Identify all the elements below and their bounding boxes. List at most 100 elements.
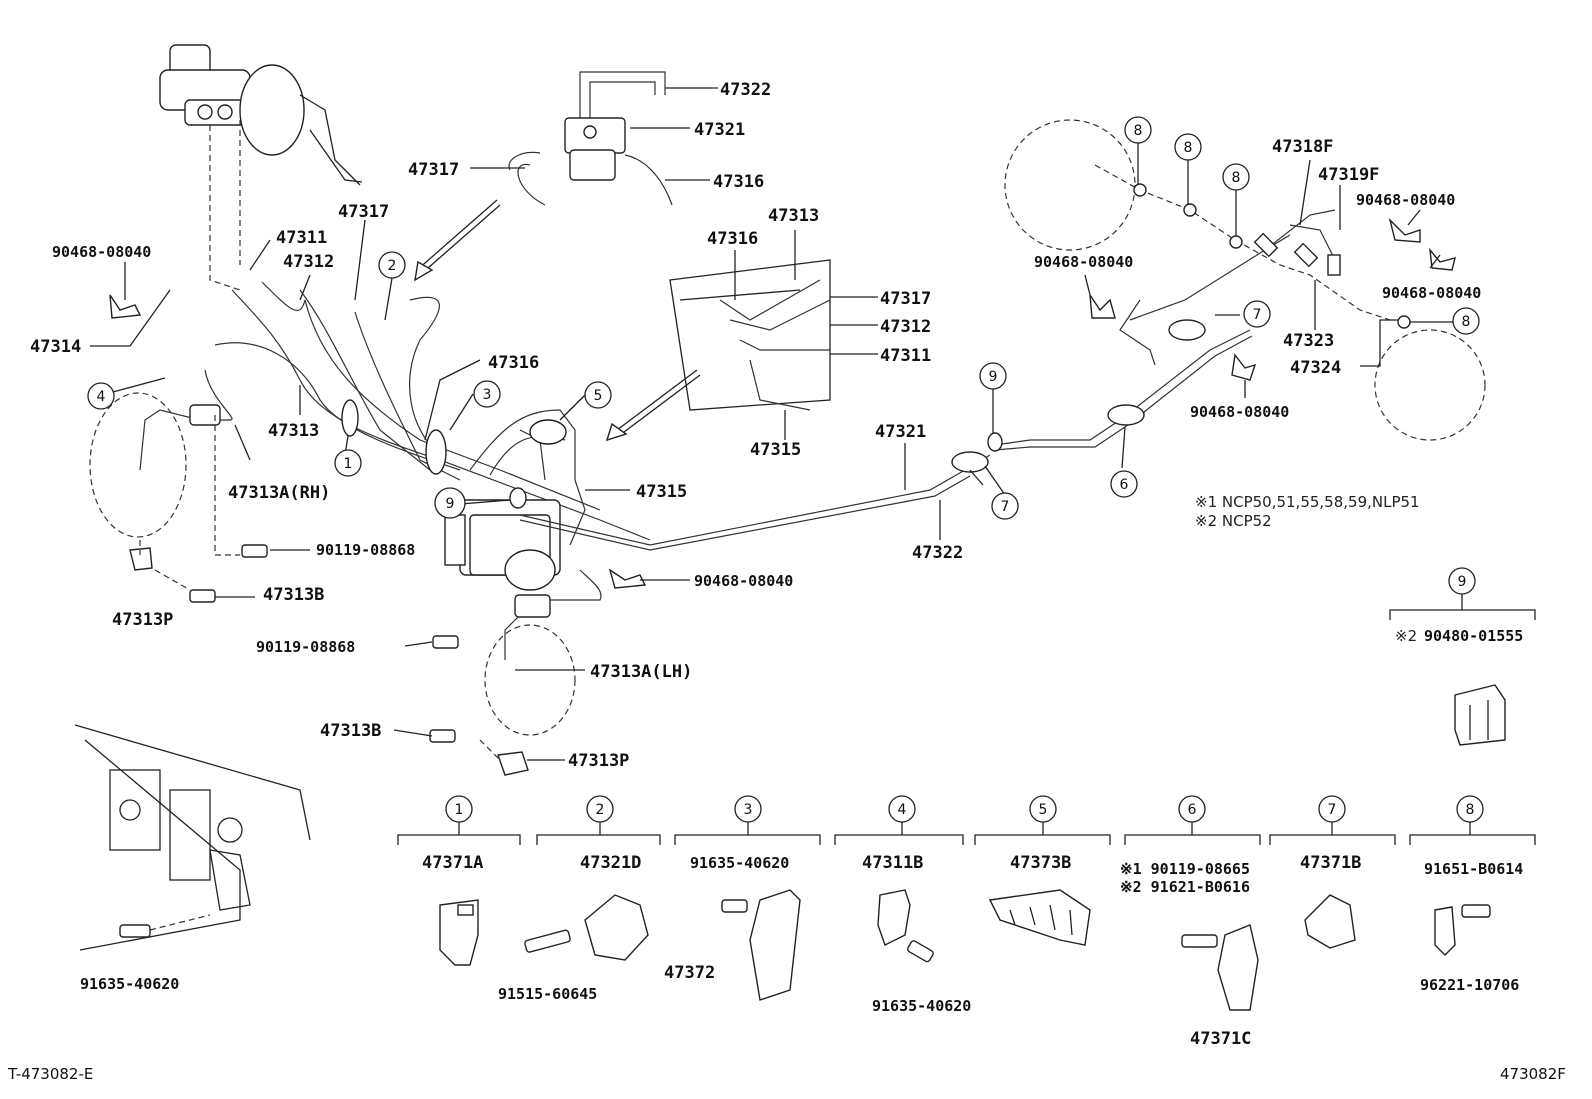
part-label: 47315: [750, 440, 801, 460]
loop-marker: [1107, 404, 1145, 426]
note-line-1: ※1 NCP50,51,55,58,59,NLP51: [1195, 493, 1420, 511]
svg-text:3: 3: [483, 387, 492, 403]
part-label: 47315: [636, 482, 687, 502]
part-label: 90119-08868: [316, 541, 415, 559]
part-label: 47319F: [1318, 165, 1379, 185]
part-label: 90468-08040: [1190, 403, 1289, 421]
part-label: 47317: [338, 202, 389, 222]
loop-marker: [987, 432, 1003, 452]
part-label: 90468-08040: [694, 572, 793, 590]
callout-9: 9: [434, 487, 466, 519]
diagram-code-right: 473082F: [1500, 1065, 1566, 1083]
svg-text:5: 5: [594, 388, 603, 404]
detail-part-label: 47373B: [1010, 853, 1071, 873]
note-prefix-2: ※2: [1395, 627, 1417, 645]
bolt-shape: [189, 589, 216, 603]
svg-text:9: 9: [989, 369, 998, 385]
callout-2: 2: [378, 251, 406, 279]
note-line-2: ※2 NCP52: [1195, 512, 1272, 530]
callout-5: 5: [584, 381, 612, 409]
callout-9: 9: [1448, 567, 1476, 595]
detail-part-label: 47371C: [1190, 1029, 1251, 1049]
svg-text:4: 4: [898, 802, 907, 818]
clip-90480-shape: [1454, 684, 1506, 746]
svg-text:7: 7: [1253, 307, 1262, 323]
part-label: 90119-08868: [256, 638, 355, 656]
part-label: 47316: [713, 172, 764, 192]
part-label: 47316: [488, 353, 539, 373]
part-label: 47318F: [1272, 137, 1333, 157]
clip-shape: [608, 568, 647, 589]
bracket-shape: [497, 751, 529, 776]
part-label: 47313: [768, 206, 819, 226]
part-label: 47322: [912, 543, 963, 563]
loop-marker: [951, 451, 989, 473]
body-panel-inset: [74, 724, 311, 951]
part-label: 47317: [880, 289, 931, 309]
loop-marker: [529, 419, 567, 445]
diagram-code-left: T-473082-E: [7, 1065, 93, 1083]
clip-shape: [1089, 294, 1116, 319]
part-label: 47321: [875, 422, 926, 442]
callout-8: 8: [1452, 307, 1480, 335]
bracket-shape: [129, 547, 153, 571]
master-cylinder-booster: [159, 44, 363, 186]
part-label: 47313P: [112, 610, 173, 630]
svg-text:8: 8: [1134, 123, 1143, 139]
callout-9: 9: [979, 362, 1007, 390]
loop-marker: [509, 487, 527, 509]
part-label: 47311: [276, 228, 327, 248]
part-label: 90480-01555: [1424, 627, 1523, 645]
clip-shape: [1231, 353, 1257, 381]
svg-text:8: 8: [1462, 314, 1471, 330]
svg-text:6: 6: [1120, 477, 1129, 493]
part-labels: 47322 47321 47317 47316 47317 47311 4731…: [30, 80, 1523, 993]
loop-marker: [1168, 319, 1206, 341]
detail-callout-5: 5: [1029, 795, 1057, 823]
part-label: 47313P: [568, 751, 629, 771]
part-label: 90468-08040: [1034, 253, 1133, 271]
detail-part-label: 47321D: [580, 853, 641, 873]
detail-part-label: 47372: [664, 963, 715, 983]
detail-part-label: 91635-40620: [690, 854, 789, 872]
engine-bay-inset: [605, 259, 831, 442]
drawing-linework: [74, 44, 1536, 1011]
detail-row: [397, 822, 1536, 1011]
part-label: 47322: [720, 80, 771, 100]
part-label: 47313: [268, 421, 319, 441]
left-tube-bundle: [214, 281, 651, 541]
svg-text:7: 7: [1328, 802, 1337, 818]
part-label: 47312: [880, 317, 931, 337]
detail-part-label: ※1 90119-08665: [1120, 860, 1250, 878]
front-rh-hose: [89, 369, 233, 538]
svg-text:8: 8: [1466, 802, 1475, 818]
bolt-shape: [241, 544, 268, 558]
clip-shape: [1429, 247, 1456, 271]
part-label: 47324: [1290, 358, 1341, 378]
callout-8: 8: [1222, 163, 1250, 191]
detail-part-label: ※2 91621-B0616: [1120, 878, 1250, 896]
bolt-shape: [429, 729, 456, 743]
callout-6: 6: [1110, 470, 1138, 498]
svg-text:4: 4: [97, 389, 106, 405]
part-label: 47321: [694, 120, 745, 140]
svg-text:7: 7: [1001, 499, 1010, 515]
svg-text:8: 8: [1232, 170, 1241, 186]
detail-callout-4: 4: [888, 795, 916, 823]
valve-detail-top: [414, 71, 673, 282]
detail-part-label: 47371A: [422, 853, 483, 873]
part-label: 90468-08040: [52, 243, 151, 261]
part-label: 47323: [1283, 331, 1334, 351]
detail-part-label: 47311B: [862, 853, 923, 873]
detail-callout-6: 6: [1178, 795, 1206, 823]
loop-marker: [341, 399, 359, 437]
loop-marker: [1229, 235, 1243, 249]
detail-part-label: 96221-10706: [1420, 976, 1519, 994]
clip-shape: [1388, 217, 1421, 243]
callout-8: 8: [1124, 116, 1152, 144]
svg-text:9: 9: [446, 496, 455, 512]
detail-part-label: 91651-B0614: [1424, 860, 1523, 878]
leader-lines: [90, 87, 1536, 761]
detail-part-label: 91515-60645: [498, 985, 597, 1003]
